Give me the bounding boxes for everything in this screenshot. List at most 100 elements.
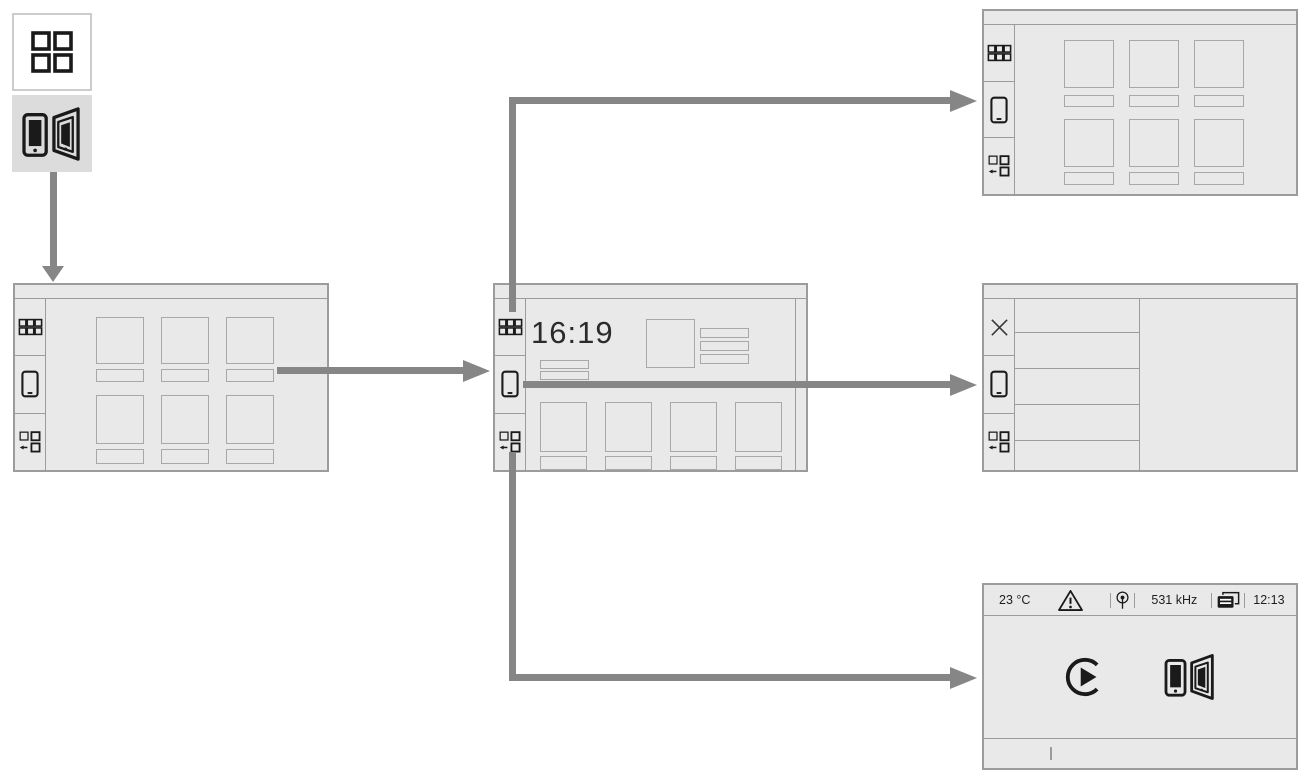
app-tile[interactable] bbox=[1129, 40, 1179, 88]
smartphone-icon bbox=[501, 370, 519, 398]
smartphone-icon bbox=[990, 370, 1008, 398]
clock: 16:19 bbox=[531, 315, 614, 350]
sidebar-item-split-screen[interactable] bbox=[984, 414, 1014, 470]
app-tile[interactable] bbox=[226, 317, 274, 364]
separator bbox=[1244, 592, 1246, 608]
list-item[interactable] bbox=[1015, 333, 1139, 369]
arrowhead-right bbox=[950, 89, 977, 112]
app-tile[interactable] bbox=[540, 402, 587, 452]
arrow-legend-to-app-grid bbox=[50, 172, 57, 266]
arrow-phone-across bbox=[523, 381, 950, 388]
split-screen-icon bbox=[988, 431, 1010, 453]
app-tile-label bbox=[1129, 172, 1179, 185]
arrow-split-across bbox=[509, 674, 950, 681]
phone-mirroring-icon[interactable] bbox=[1164, 653, 1216, 701]
sidebar-item-split-screen[interactable] bbox=[15, 414, 45, 470]
close-icon bbox=[989, 317, 1010, 338]
frequency: 531 kHz bbox=[1151, 593, 1198, 607]
list-item[interactable] bbox=[1015, 369, 1139, 405]
app-tile-label bbox=[1064, 95, 1114, 107]
screen-app-grid-right bbox=[982, 9, 1298, 196]
text-placeholder bbox=[700, 328, 749, 338]
app-grid-icon bbox=[987, 44, 1012, 62]
sidebar-item-smartphone[interactable] bbox=[495, 356, 525, 414]
app-tile-label bbox=[1129, 95, 1179, 107]
app-tile[interactable] bbox=[96, 317, 144, 364]
split-screen-icon bbox=[19, 431, 41, 453]
temperature: 23 °C bbox=[999, 593, 1031, 607]
app-tile[interactable] bbox=[161, 395, 209, 444]
app-tile[interactable] bbox=[605, 402, 652, 452]
app-tile-label bbox=[670, 456, 717, 470]
sidebar-item-app-grid[interactable] bbox=[15, 299, 45, 357]
app-tile[interactable] bbox=[1194, 40, 1244, 88]
sidebar bbox=[984, 299, 1015, 470]
arrowhead-right bbox=[463, 359, 490, 382]
screen-app-grid-left bbox=[13, 283, 329, 472]
app-tile[interactable] bbox=[670, 402, 717, 452]
sidebar-item-split-screen[interactable] bbox=[984, 138, 1014, 194]
app-tile[interactable] bbox=[161, 317, 209, 364]
phone-mirroring-icon bbox=[22, 106, 82, 162]
split-screen-icon bbox=[988, 155, 1010, 177]
screen-header bbox=[984, 285, 1296, 299]
sidebar-item-app-grid[interactable] bbox=[495, 299, 525, 357]
arrow-tile-to-home bbox=[277, 367, 463, 374]
app-grid-2x2-icon bbox=[30, 30, 74, 74]
app-tile[interactable] bbox=[1194, 119, 1244, 167]
app-tile[interactable] bbox=[1129, 119, 1179, 167]
app-tile[interactable] bbox=[1064, 40, 1114, 88]
arrowhead-down bbox=[42, 266, 64, 282]
list-item[interactable] bbox=[1015, 299, 1139, 333]
app-tile[interactable] bbox=[96, 395, 144, 444]
sidebar bbox=[495, 299, 526, 470]
app-tile-label bbox=[226, 369, 274, 382]
app-grid-icon bbox=[18, 318, 43, 336]
sidebar-item-app-grid[interactable] bbox=[984, 25, 1014, 82]
app-tile-label bbox=[1194, 172, 1244, 185]
antenna-icon bbox=[1115, 590, 1130, 610]
app-tile-label bbox=[96, 369, 144, 382]
app-tile-label bbox=[226, 449, 274, 464]
legend-mirroring-tile bbox=[12, 95, 92, 172]
sidebar-item-smartphone[interactable] bbox=[15, 356, 45, 414]
sidebar bbox=[984, 25, 1015, 194]
sidebar-item-smartphone[interactable] bbox=[984, 356, 1014, 414]
screen-header bbox=[984, 11, 1296, 25]
list-item[interactable] bbox=[1015, 405, 1139, 441]
sidebar-item-close[interactable] bbox=[984, 299, 1014, 357]
status-clock: 12:13 bbox=[1253, 593, 1285, 607]
app-tile-label bbox=[161, 369, 209, 382]
app-tile-label bbox=[1064, 172, 1114, 185]
separator bbox=[1110, 592, 1112, 608]
screen-phone-list bbox=[982, 283, 1298, 472]
screen-header bbox=[495, 285, 806, 299]
app-tile-label bbox=[540, 456, 587, 470]
text-placeholder bbox=[700, 341, 749, 351]
app-tile-label bbox=[735, 456, 782, 470]
play-circle-icon[interactable] bbox=[1064, 656, 1106, 698]
app-tile[interactable] bbox=[226, 395, 274, 444]
screen-radio-status: 23 °C 531 kHz 12:13 bbox=[982, 583, 1298, 770]
warning-icon bbox=[1057, 589, 1084, 612]
text-placeholder bbox=[700, 354, 749, 364]
text-placeholder bbox=[540, 371, 589, 380]
legend-app-menu-button bbox=[12, 13, 92, 91]
arrow-split-down bbox=[509, 452, 516, 681]
traffic-info-icon bbox=[1216, 591, 1240, 610]
screen-header bbox=[15, 285, 327, 299]
app-tile[interactable] bbox=[1064, 119, 1114, 167]
app-tile-label bbox=[96, 449, 144, 464]
arrowhead-right bbox=[950, 666, 977, 689]
app-tile-label bbox=[1194, 95, 1244, 107]
app-tile[interactable] bbox=[735, 402, 782, 452]
sidebar-item-smartphone[interactable] bbox=[984, 82, 1014, 139]
text-placeholder bbox=[540, 360, 589, 369]
bottom-bar-tick bbox=[1050, 747, 1052, 760]
sidebar bbox=[15, 299, 46, 470]
arrow-grid-up bbox=[509, 100, 516, 312]
screen-smartphone-home: 16:19 bbox=[493, 283, 808, 472]
separator bbox=[1134, 592, 1136, 608]
list-item[interactable] bbox=[1015, 441, 1139, 470]
